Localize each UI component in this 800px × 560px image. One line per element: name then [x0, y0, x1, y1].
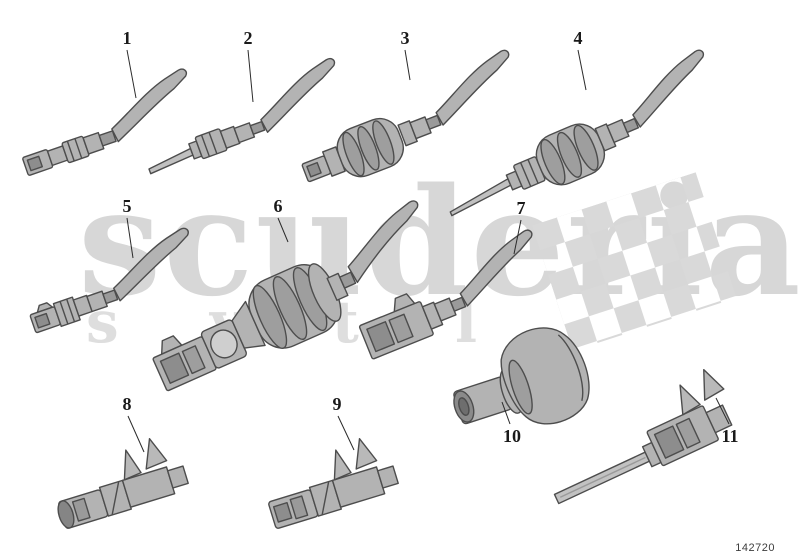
wire-lead	[347, 200, 419, 284]
wire-lead	[632, 49, 705, 128]
part-label-8[interactable]: 8	[122, 394, 132, 414]
part-illustration-5	[29, 227, 189, 334]
part-label-2[interactable]: 2	[243, 28, 253, 48]
part-illustration-11	[553, 368, 733, 505]
part-label-3[interactable]: 3	[400, 28, 410, 48]
wire-lead	[112, 227, 189, 302]
part-label-9[interactable]: 9	[332, 394, 342, 414]
part-illustration-8	[57, 437, 189, 529]
diagram-part-number: 142720	[735, 542, 775, 554]
part-illustration-9	[268, 437, 399, 529]
part-illustration-6	[152, 200, 419, 392]
part-illustration-1	[22, 68, 187, 176]
wire-lead	[111, 68, 187, 143]
part-label-10[interactable]: 10	[503, 426, 521, 446]
part-label-4[interactable]: 4	[573, 28, 583, 48]
part-illustration-3	[301, 49, 510, 183]
part-illustration-10	[453, 327, 590, 425]
part-illustration-2	[148, 57, 336, 175]
part-label-6[interactable]: 6	[273, 196, 283, 216]
part-label-11[interactable]: 11	[721, 426, 739, 446]
part-label-1[interactable]: 1	[122, 28, 132, 48]
part-illustration-4	[449, 49, 705, 217]
part-label-7[interactable]: 7	[516, 198, 526, 218]
wire-lead	[435, 49, 510, 126]
wire-lead	[260, 57, 336, 133]
checkered-flag-watermark	[532, 172, 737, 351]
part-label-5[interactable]: 5	[122, 196, 132, 216]
